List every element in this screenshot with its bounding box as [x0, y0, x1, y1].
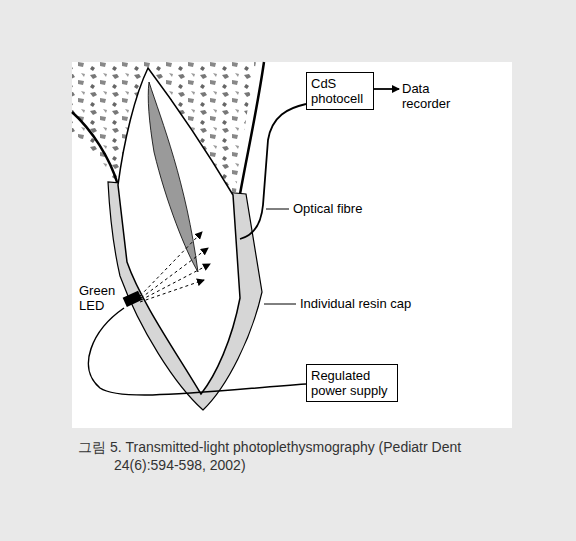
tooth — [118, 68, 240, 394]
part-label: Green LED — [79, 283, 121, 313]
figure-caption: 그림 5. Transmitted-light photoplethysmogr… — [78, 438, 494, 474]
output-arrow — [374, 88, 399, 90]
device-box: CdS photocell — [306, 72, 374, 110]
leader-line — [266, 209, 289, 210]
power-wire — [88, 308, 306, 395]
part-label: Individual resin cap — [300, 296, 450, 311]
device-box: Regulated power supply — [306, 364, 398, 402]
optical-fibre — [240, 104, 306, 239]
light-rays — [140, 232, 210, 302]
box-text: Regulated power supply — [311, 368, 393, 398]
green-led — [123, 291, 143, 307]
output-label: Data recorder — [402, 81, 464, 111]
gingiva-line — [72, 112, 118, 185]
gingiva-line — [240, 62, 264, 194]
part-label: Optical fibre — [293, 201, 403, 216]
leader-line — [264, 304, 296, 305]
box-text: CdS photocell — [311, 76, 369, 106]
